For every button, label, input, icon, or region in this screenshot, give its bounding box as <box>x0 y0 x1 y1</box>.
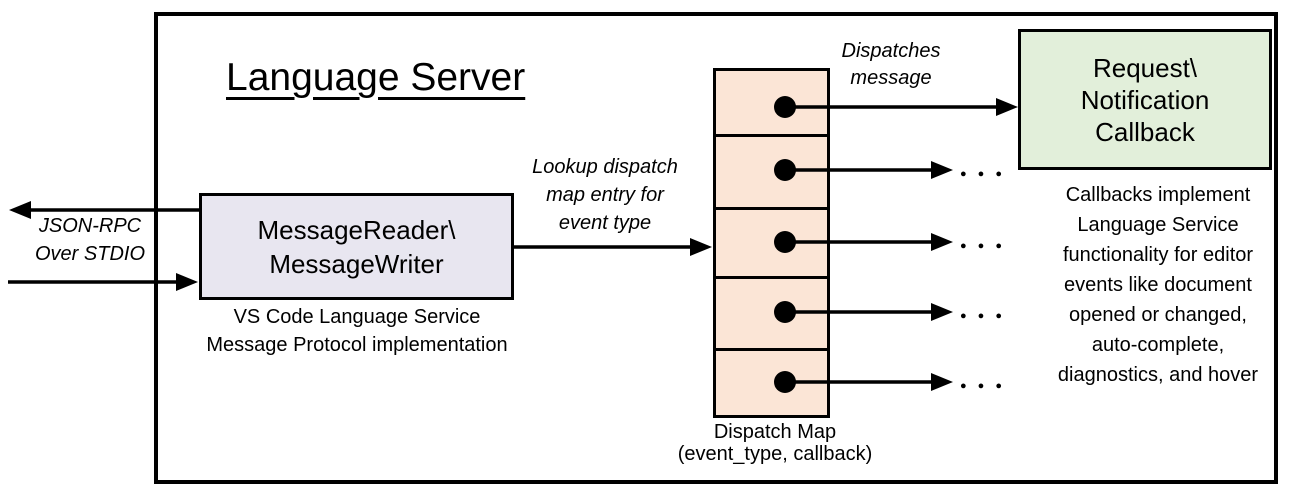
dispatch-map-label: Dispatch Map (event_type, callback) <box>655 421 895 465</box>
callbacks-note-line6: auto-complete, <box>1091 334 1225 356</box>
ellipsis-icon: ● ● ● <box>959 168 1007 180</box>
stdio-label: JSON-RPC Over STDIO <box>15 212 165 268</box>
dispatches-label-line1: Dispatches <box>841 40 941 62</box>
ellipsis-icon: ● ● ● <box>959 380 1007 392</box>
callbacks-note-line2: Language Service <box>1077 214 1239 236</box>
reader-box-line2: MessageWriter <box>269 248 444 279</box>
callbacks-note-line5: opened or changed, <box>1069 304 1247 326</box>
callbacks-note: Callbacks implement Language Service fun… <box>1032 180 1284 390</box>
stdio-label-line1: JSON-RPC <box>38 215 142 237</box>
callbacks-note-line1: Callbacks implement <box>1065 184 1251 206</box>
lookup-label-line1: Lookup dispatch <box>532 156 678 178</box>
diagram-title: Language Server <box>226 56 526 99</box>
request-notification-callback-box: Request\ Notification Callback <box>1018 29 1272 170</box>
lookup-label: Lookup dispatch map entry for event type <box>505 153 705 237</box>
callback-box-line3: Callback <box>1095 116 1195 147</box>
reader-box-caption: VS Code Language Service Message Protoco… <box>182 303 532 359</box>
dispatches-label-line2: message <box>850 67 932 89</box>
reader-caption-line2: Message Protocol implementation <box>206 334 508 356</box>
dispatch-map-label-line1: Dispatch Map <box>713 421 837 443</box>
message-reader-writer-box: MessageReader\ MessageWriter <box>199 193 514 300</box>
reader-caption-line1: VS Code Language Service <box>233 306 481 328</box>
dispatch-map-label-line2: (event_type, callback) <box>677 443 873 465</box>
lookup-label-line3: event type <box>558 212 652 234</box>
dispatches-label: Dispatches message <box>816 38 966 92</box>
reader-box-line1: MessageReader\ <box>257 214 456 245</box>
lookup-label-line2: map entry for <box>546 184 664 206</box>
callbacks-note-line7: diagnostics, and hover <box>1057 364 1259 386</box>
callbacks-note-line4: events like document <box>1064 274 1252 296</box>
callback-box-line2: Notification <box>1080 84 1210 115</box>
stdio-label-line2: Over STDIO <box>34 243 145 265</box>
callbacks-note-line3: functionality for editor <box>1062 244 1254 266</box>
ellipsis-icon: ● ● ● <box>959 240 1007 252</box>
language-server-boundary <box>154 12 1278 484</box>
ellipsis-icon: ● ● ● <box>959 310 1007 322</box>
callback-box-line1: Request\ <box>1092 52 1198 83</box>
